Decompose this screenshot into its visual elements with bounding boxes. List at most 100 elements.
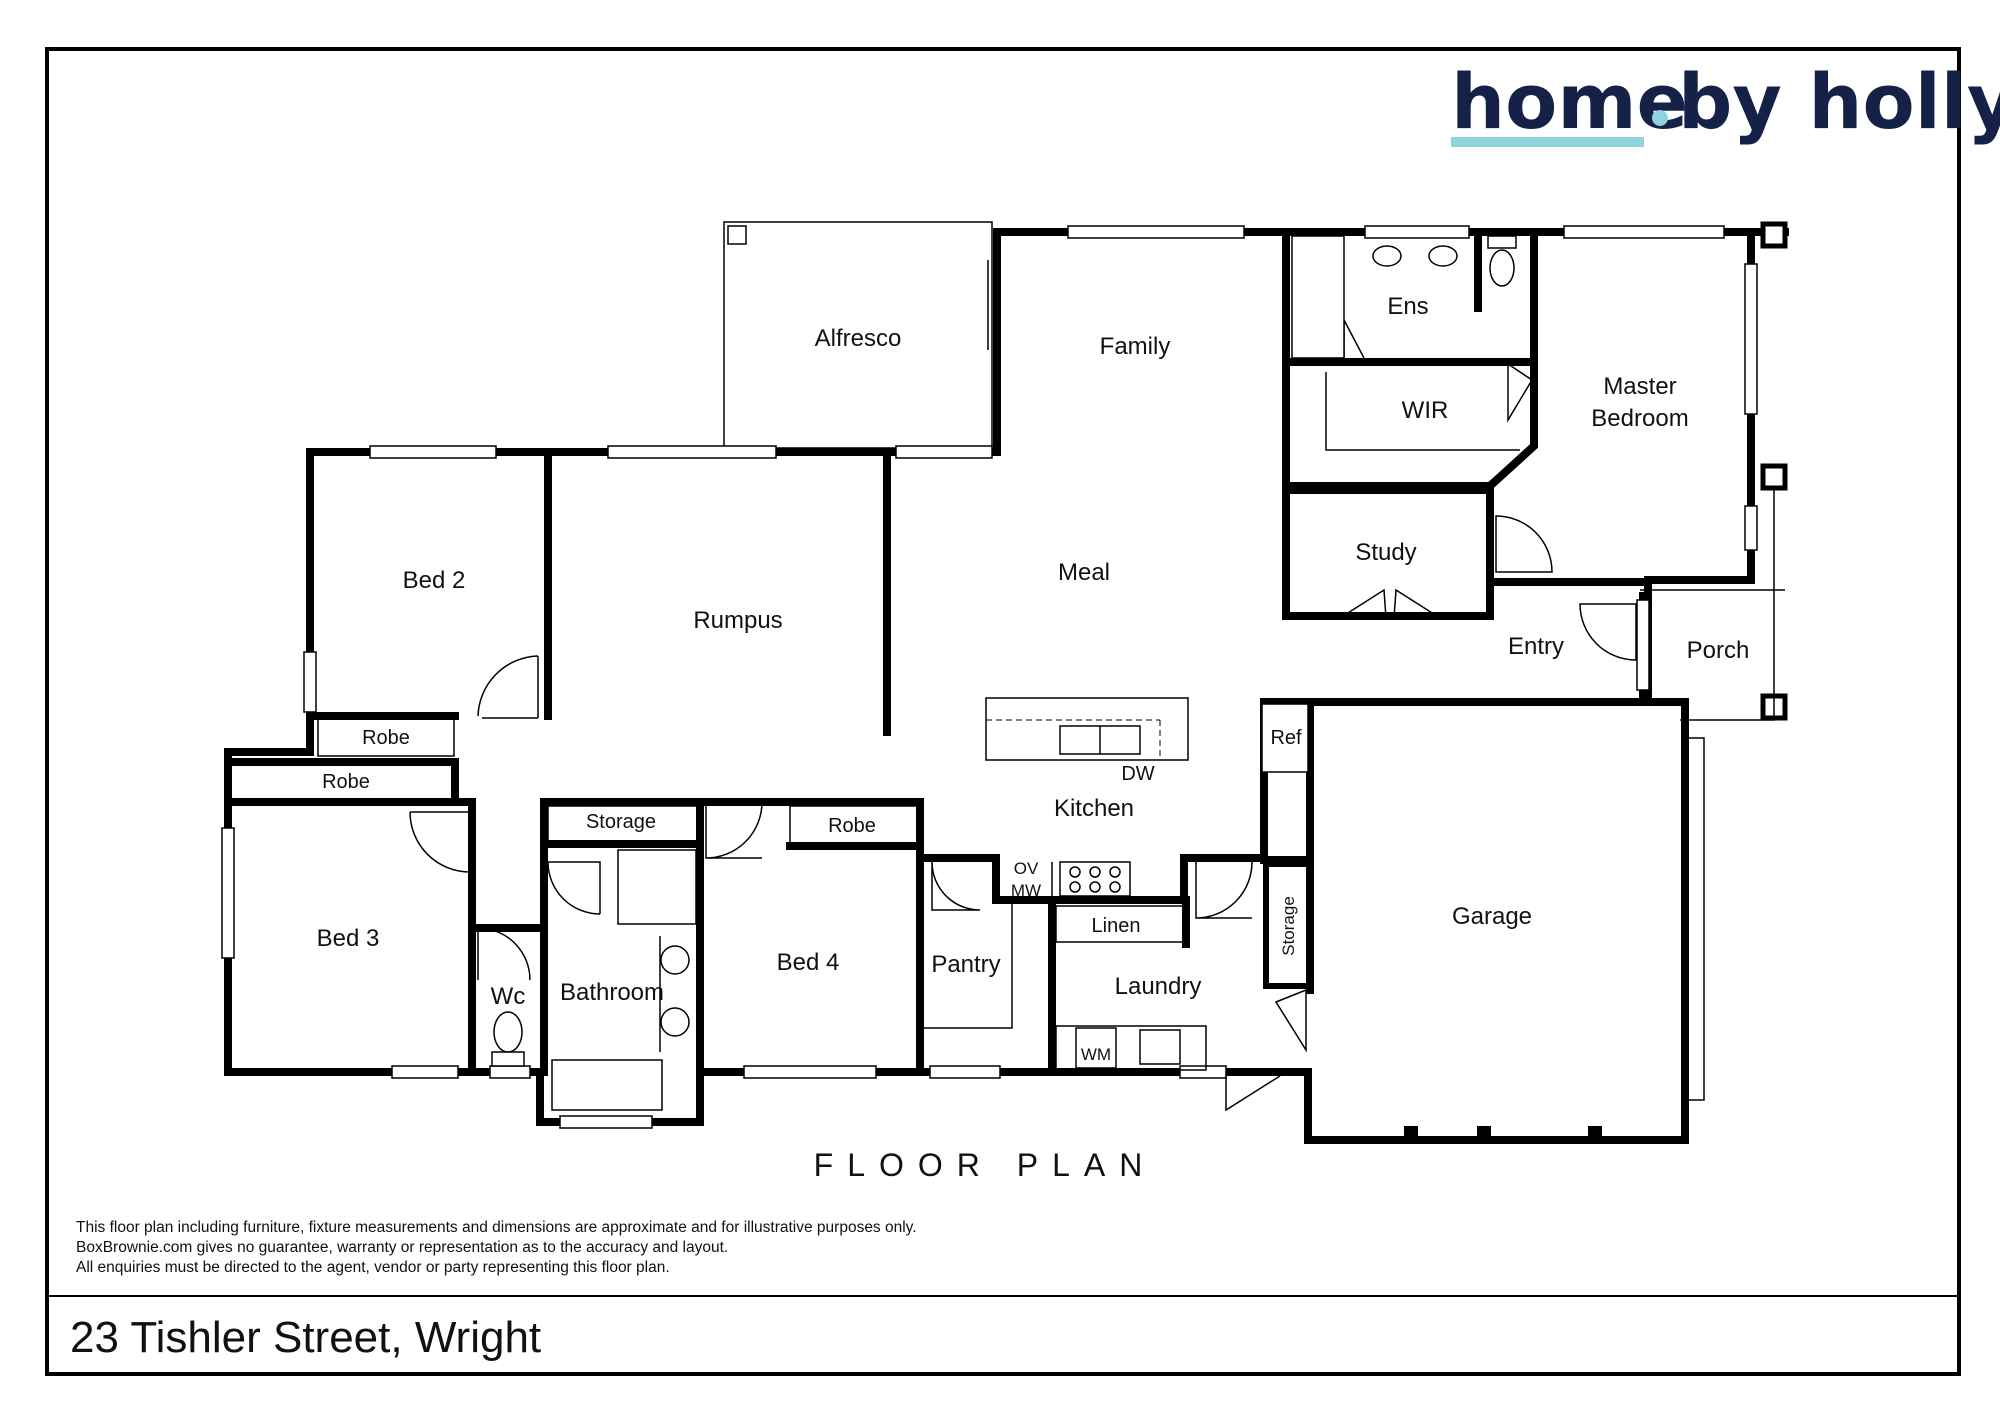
burner-3 [1109,866,1121,878]
floor-plan: Alfresco Family Ens WIR Master Bedroom S… [221,221,1789,1144]
doors [409,319,1637,1112]
garage-pier-3 [1588,1126,1602,1140]
label-ens: Ens [1387,293,1428,320]
window-pantry [929,1065,1001,1079]
disclaimer-line-2: BoxBrownie.com gives no guarantee, warra… [76,1239,728,1256]
window-ens [1364,225,1470,239]
bathtub [551,1059,663,1111]
window-bed4 [743,1065,877,1079]
label-wc: Wc [491,983,526,1010]
ens-basin-2 [1428,245,1458,267]
label-robe-bed3: Robe [322,771,370,793]
garage-door [1681,737,1705,1101]
disclaimer: This floor plan including furniture, fix… [76,1219,917,1276]
wall-bed4 [696,798,924,1076]
label-mw: MW [1011,881,1041,900]
door-bathroom [547,861,601,915]
label-meal: Meal [1058,559,1110,586]
pantry-shelf [924,900,1013,1029]
room-labels: Alfresco Family Ens WIR Master Bedroom S… [317,293,1750,1064]
fixtures [491,235,1520,1111]
label-storage-laundry: Storage [1279,896,1298,956]
door-bed4 [705,801,763,859]
burner-2 [1089,866,1101,878]
laundry-bench [1055,1025,1207,1071]
ref-bay [1261,703,1309,773]
label-kitchen: Kitchen [1054,795,1134,822]
bathroom-basin-2 [660,1007,690,1037]
kitchen-island [985,697,1189,761]
label-bathroom: Bathroom [560,979,664,1006]
door-wc [477,927,531,981]
linen-cupboard [1055,905,1185,943]
sheet-border [45,47,1961,1376]
label-bed3: Bed 3 [317,925,380,952]
ens-toilet [1489,249,1515,287]
disclaimer-line-3: All enquiries must be directed to the ag… [76,1259,670,1276]
label-pantry: Pantry [931,951,1000,978]
door-bed3 [409,811,471,873]
door-entry [1579,603,1637,661]
label-dw: DW [1121,763,1154,785]
window-bed3 [391,1065,459,1079]
window-family [1067,225,1245,239]
porch-edge [1680,488,1775,721]
storage-laundry-outline [1263,861,1313,989]
window-bed2 [369,445,497,459]
window-meal-slider [895,445,993,459]
door-pantry [931,861,981,911]
laundry-tub [1139,1029,1181,1065]
label-garage: Garage [1452,903,1532,930]
label-bed2: Bed 2 [403,567,466,594]
label-alfresco: Alfresco [815,325,902,352]
garage-pier-1 [1404,1126,1418,1140]
window-bed3-side [221,827,235,959]
wall-study [1282,486,1494,620]
windows [221,225,1758,1129]
ens-shower [1291,235,1345,359]
window-wc [489,1065,531,1079]
logo-dot [1652,110,1668,126]
disclaimer-line-1: This floor plan including furniture, fix… [76,1219,917,1236]
garage-pier-2 [1477,1126,1491,1140]
label-master-2: Bedroom [1591,405,1688,432]
door-master [1495,515,1553,573]
label-linen: Linen [1092,915,1141,937]
wall-wir-right [1282,358,1538,490]
label-master-1: Master [1603,373,1676,400]
door-laundry [1195,861,1253,919]
burner-1 [1069,866,1081,878]
window-master-right [1744,263,1758,415]
door-laundry-exit [1225,1075,1281,1112]
wc-cistern [491,1051,525,1067]
label-study: Study [1355,539,1416,566]
logo-text-home: home [1451,57,1688,146]
window-laundry [1179,1065,1227,1079]
logo-underline [1451,137,1644,147]
label-robe-bed4: Robe [828,815,876,837]
wall-garage [1304,698,1689,1144]
wall-linen [1048,896,1190,948]
label-ov: OV [1014,859,1039,878]
door-study [1339,588,1441,619]
ens-basin-1 [1372,245,1402,267]
label-robe-bed2: Robe [362,727,410,749]
master-pillar-top [1760,221,1788,249]
label-rumpus: Rumpus [693,607,782,634]
wall-robe-bed3 [224,758,459,804]
robe-bed2-outline [317,717,455,757]
exterior-walls [224,221,1789,1144]
label-laundry: Laundry [1115,973,1202,1000]
label-wir: WIR [1402,397,1449,424]
plan-title: FLOOR PLAN [814,1147,1157,1183]
logo-text-by-holly: by holly [1678,57,2000,146]
wall-bathroom [540,798,704,1076]
door-wir [1507,362,1534,423]
label-ref: Ref [1270,727,1302,749]
window-bathroom [559,1115,653,1129]
burner-5 [1089,881,1101,893]
washing-machine [1075,1027,1117,1069]
label-storage-hall: Storage [586,811,656,833]
window-master-right-2 [1744,505,1758,551]
